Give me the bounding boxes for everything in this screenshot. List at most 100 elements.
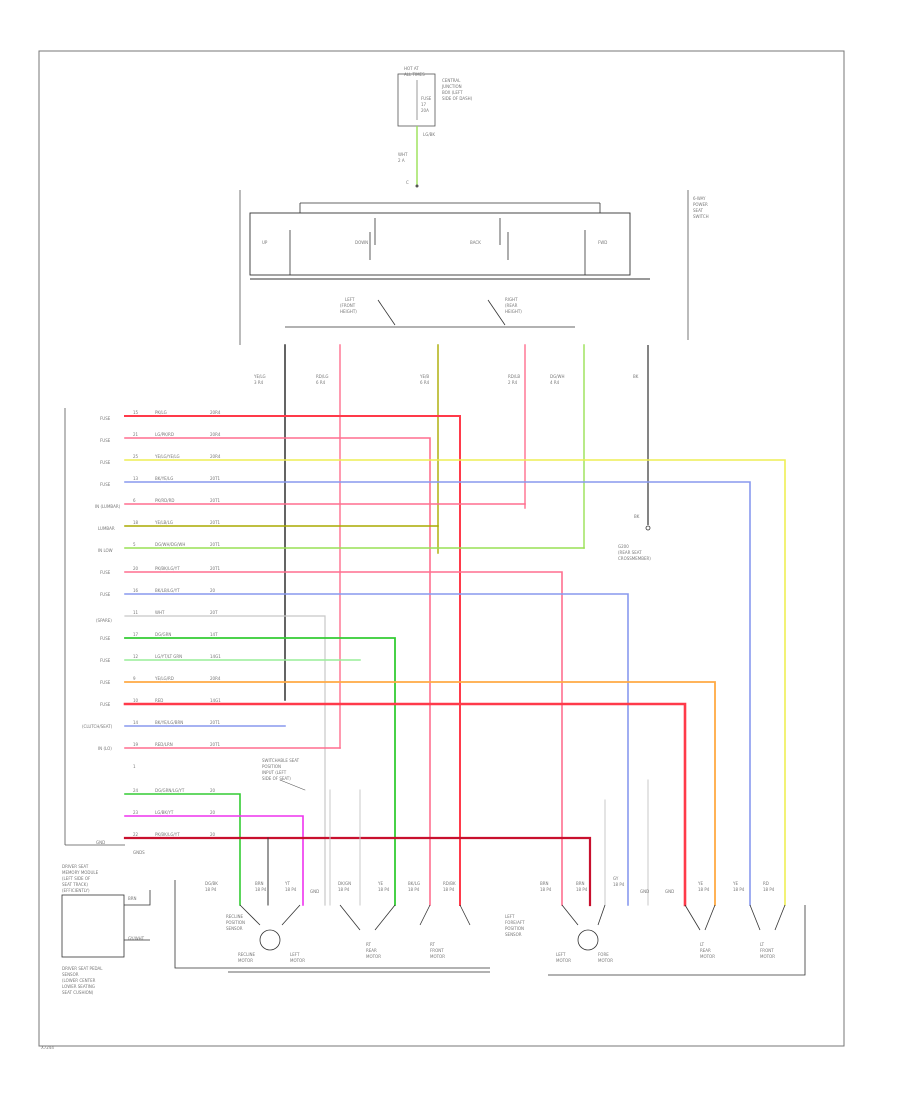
svg-text:14G1: 14G1: [210, 654, 221, 659]
svg-text:(LEFT SIDE OF: (LEFT SIDE OF: [62, 876, 91, 881]
svg-text:SWITCH: SWITCH: [693, 214, 709, 219]
svg-text:YE: YE: [732, 881, 738, 886]
svg-text:GND: GND: [640, 889, 649, 894]
svg-text:17: 17: [133, 632, 139, 637]
svg-text:YE: YE: [697, 881, 703, 886]
svg-text:DG/WH: DG/WH: [550, 374, 565, 379]
svg-text:(LOWER CENTER: (LOWER CENTER: [62, 978, 96, 983]
svg-text:YE/LB/LG: YE/LB/LG: [154, 520, 173, 525]
svg-text:LEFT: LEFT: [290, 952, 300, 957]
svg-text:YE/LG: YE/LG: [253, 374, 266, 379]
svg-text:MOTOR: MOTOR: [556, 958, 571, 963]
svg-text:6 R4: 6 R4: [316, 380, 326, 385]
svg-text:SIDE OF SEAT): SIDE OF SEAT): [262, 776, 291, 781]
svg-text:DRIVER SEAT PEDAL: DRIVER SEAT PEDAL: [62, 966, 103, 971]
svg-text:1: 1: [133, 764, 136, 769]
svg-text:DG/WH/DG/WH: DG/WH/DG/WH: [155, 542, 185, 547]
svg-text:FUSE: FUSE: [100, 416, 111, 421]
svg-text:LUMBAR: LUMBAR: [98, 526, 115, 531]
fuse-block: HOT AT ALL TIMES CENTRAL JUNCTION BOX (L…: [397, 66, 473, 127]
svg-text:LEFT: LEFT: [556, 952, 566, 957]
svg-text:14T: 14T: [210, 632, 218, 637]
power-seat-switch: UP DOWN BACK FWD LEFT (FRONT HEIGHT) RIG…: [239, 190, 709, 345]
svg-text:5: 5: [133, 542, 136, 547]
svg-text:14G1: 14G1: [210, 698, 221, 703]
svg-text:HEIGHT): HEIGHT): [340, 309, 357, 314]
svg-text:MOTOR: MOTOR: [238, 958, 253, 963]
diagram-code: X7244: [41, 1045, 54, 1050]
svg-text:25: 25: [133, 454, 139, 459]
svg-text:MOTOR: MOTOR: [430, 954, 445, 959]
svg-text:BK/LB/LG/YT: BK/LB/LG/YT: [155, 588, 180, 593]
svg-text:LG/YT/LT GRN: LG/YT/LT GRN: [155, 654, 182, 659]
svg-text:SWITCHABLE SEAT: SWITCHABLE SEAT: [262, 758, 300, 763]
svg-text:RD: RD: [763, 881, 769, 886]
svg-text:DK/GN: DK/GN: [338, 881, 351, 886]
svg-text:LT: LT: [700, 942, 705, 947]
svg-text:20R4: 20R4: [210, 410, 221, 415]
svg-text:YE: YE: [377, 881, 383, 886]
svg-text:FWD: FWD: [598, 240, 607, 245]
svg-text:20T1: 20T1: [210, 542, 221, 547]
svg-text:SENSOR: SENSOR: [62, 972, 79, 977]
svg-text:LEFT: LEFT: [345, 297, 355, 302]
svg-text:FUSE: FUSE: [100, 460, 111, 465]
svg-text:RED: RED: [155, 698, 163, 703]
svg-text:BK/YE/LG/BRN: BK/YE/LG/BRN: [155, 720, 183, 725]
svg-text:RECLINE: RECLINE: [238, 952, 256, 957]
svg-text:MOTOR: MOTOR: [760, 954, 775, 959]
svg-text:DG/GRN/LG/YT: DG/GRN/LG/YT: [155, 788, 185, 793]
svg-text:BRN: BRN: [128, 896, 137, 901]
svg-text:C: C: [406, 180, 409, 185]
svg-text:20R4: 20R4: [210, 454, 221, 459]
svg-text:20A: 20A: [421, 108, 429, 113]
svg-text:23: 23: [133, 810, 139, 815]
svg-text:REAR: REAR: [700, 948, 711, 953]
svg-text:FUSE: FUSE: [100, 658, 111, 663]
diagram-frame: [38, 50, 845, 1047]
svg-text:YE/LG/RD: YE/LG/RD: [154, 676, 174, 681]
svg-text:FORE: FORE: [598, 952, 609, 957]
svg-text:22: 22: [133, 832, 139, 837]
svg-text:9: 9: [133, 676, 136, 681]
svg-text:RT: RT: [430, 942, 435, 947]
svg-text:15: 15: [133, 410, 139, 415]
svg-text:GNDS: GNDS: [133, 850, 145, 855]
svg-text:10: 10: [133, 698, 139, 703]
svg-text:FUSE: FUSE: [100, 570, 111, 575]
svg-text:FRONT: FRONT: [760, 948, 774, 953]
svg-text:12: 12: [133, 654, 139, 659]
svg-text:MOTOR: MOTOR: [700, 954, 715, 959]
svg-text:POSITION: POSITION: [505, 926, 524, 931]
svg-text:SEAT CUSHION): SEAT CUSHION): [62, 990, 94, 995]
wire-bundle: [123, 344, 786, 907]
svg-text:20T1: 20T1: [210, 742, 221, 747]
svg-text:MEMORY MODULE: MEMORY MODULE: [62, 870, 99, 875]
svg-text:18 P4: 18 P4: [576, 887, 588, 892]
svg-text:21: 21: [133, 432, 139, 437]
svg-text:UP: UP: [262, 240, 268, 245]
svg-text:REAR: REAR: [366, 948, 377, 953]
svg-text:(FRONT: (FRONT: [340, 303, 356, 308]
svg-text:20T1: 20T1: [210, 720, 221, 725]
svg-text:18 P4: 18 P4: [443, 887, 455, 892]
svg-text:18 P4: 18 P4: [540, 887, 552, 892]
svg-text:RD/LB: RD/LB: [508, 374, 520, 379]
svg-text:6 R4: 6 R4: [420, 380, 430, 385]
svg-text:MOTOR: MOTOR: [366, 954, 381, 959]
svg-text:20R4: 20R4: [210, 676, 221, 681]
svg-text:LG/BK/YT: LG/BK/YT: [155, 810, 174, 815]
svg-text:20T1: 20T1: [210, 566, 221, 571]
svg-text:18 P4: 18 P4: [733, 887, 745, 892]
svg-text:SEAT TRACK): SEAT TRACK): [62, 882, 88, 887]
svg-text:20R4: 20R4: [210, 432, 221, 437]
svg-text:18 P4: 18 P4: [408, 887, 420, 892]
svg-text:24: 24: [133, 788, 139, 793]
svg-text:19: 19: [133, 742, 139, 747]
svg-text:18 P4: 18 P4: [285, 887, 297, 892]
svg-text:CROSSMEMBER): CROSSMEMBER): [618, 556, 651, 561]
svg-text:PK/RD/RD: PK/RD/RD: [155, 498, 174, 503]
svg-text:SIDE OF DASH): SIDE OF DASH): [442, 96, 473, 101]
svg-text:G200: G200: [618, 544, 629, 549]
svg-text:20: 20: [133, 566, 139, 571]
